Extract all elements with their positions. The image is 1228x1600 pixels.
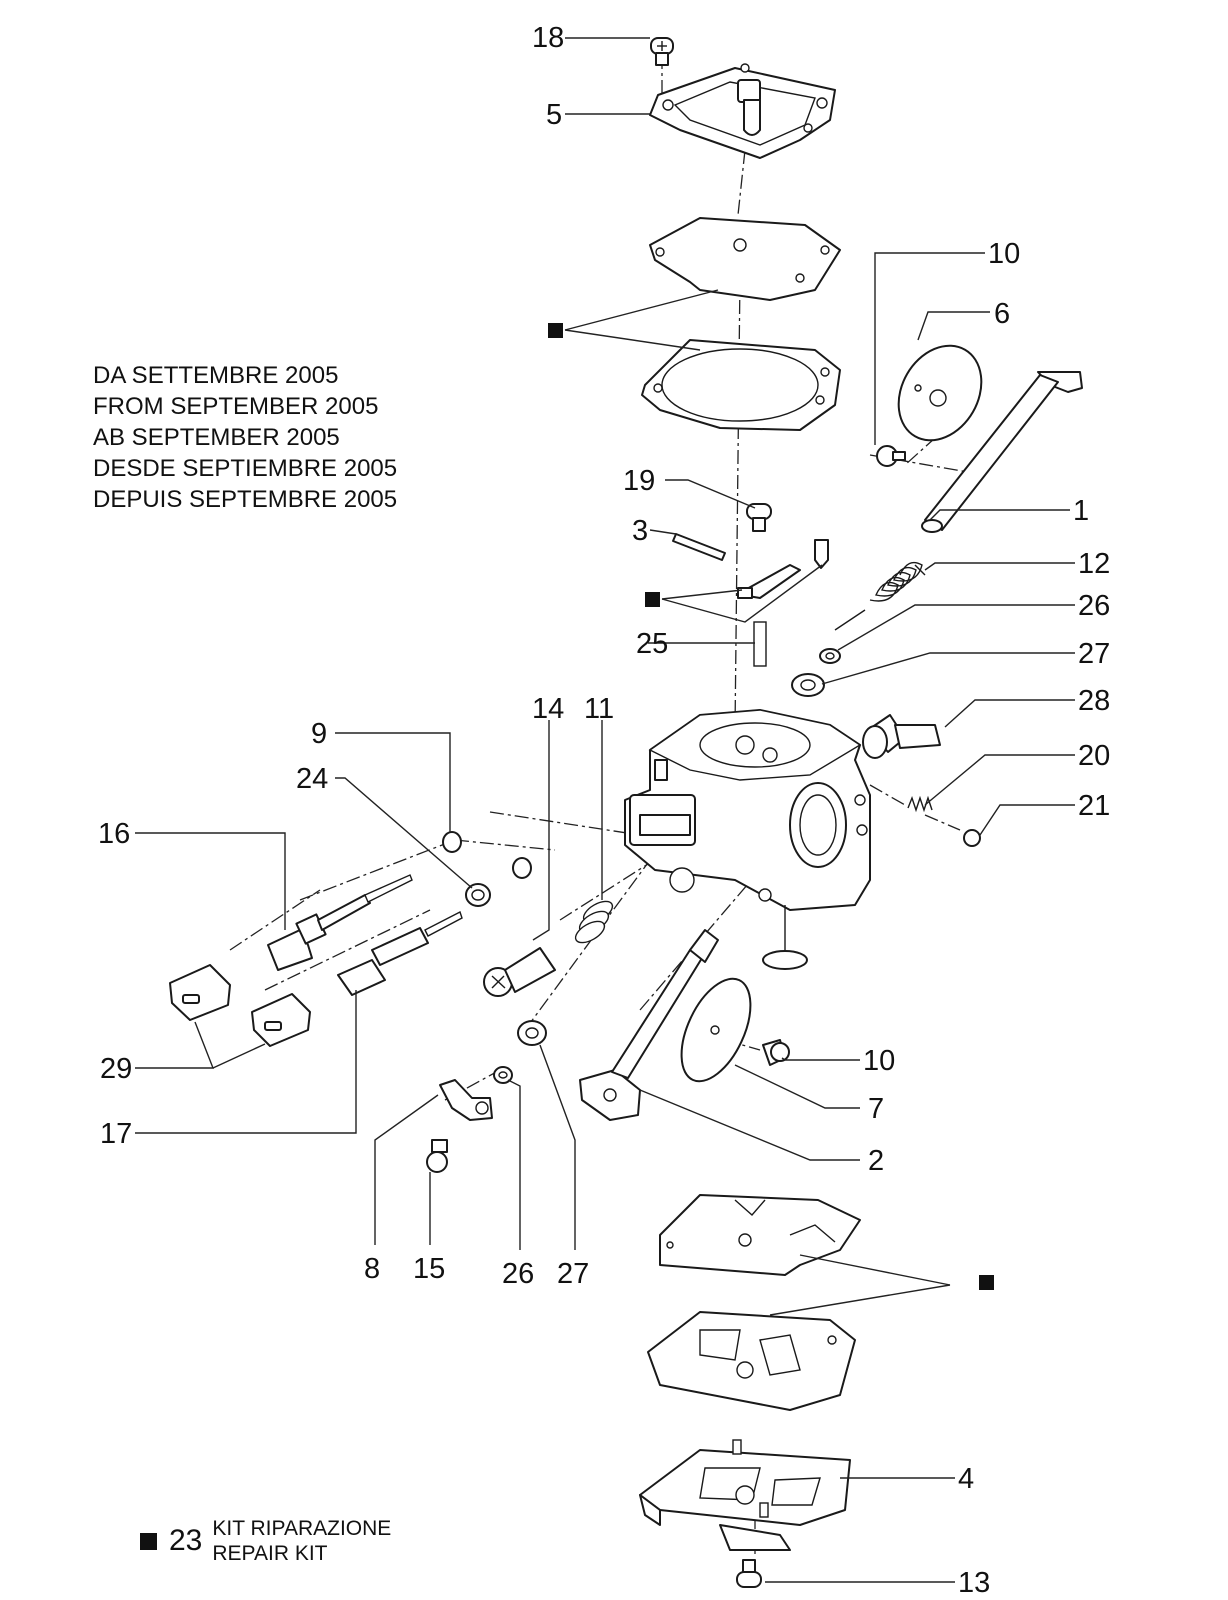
part-9-seal xyxy=(442,831,532,879)
kit-marker-middle xyxy=(645,592,660,607)
part-26-washer-top xyxy=(819,648,841,664)
kit-legend-text: KIT RIPARAZIONE REPAIR KIT xyxy=(212,1516,391,1566)
callout-24: 24 xyxy=(296,763,328,795)
part-6-choke-plate xyxy=(897,344,983,442)
callout-20: 20 xyxy=(1078,740,1110,772)
part-20-spring xyxy=(907,795,933,813)
part-carburetor-body xyxy=(624,709,871,970)
callout-4: 4 xyxy=(958,1463,974,1495)
callout-numbers: 18 5 10 6 1 19 3 12 26 25 27 28 14 11 9 … xyxy=(98,22,1110,1599)
part-metering-diaphragm xyxy=(659,1194,861,1276)
part-4-cover xyxy=(639,1439,851,1551)
part-metering-gasket xyxy=(647,1311,856,1411)
callout-26-bottom: 26 xyxy=(502,1258,534,1290)
kit-legend-line-en: REPAIR KIT xyxy=(212,1542,328,1565)
callout-19: 19 xyxy=(623,465,655,497)
part-21-ball xyxy=(963,829,981,847)
part-26-washer-bottom xyxy=(493,1066,513,1084)
part-15-screw xyxy=(426,1139,448,1173)
assembly-axes xyxy=(229,55,986,1555)
part-29-limiter-cap-1 xyxy=(169,964,231,1021)
date-note: DA SETTEMBRE 2005 FROM SEPTEMBER 2005 AB… xyxy=(93,360,397,515)
part-inlet-lever xyxy=(737,539,829,599)
callout-17: 17 xyxy=(100,1118,132,1150)
part-pump-gasket xyxy=(641,339,841,431)
leader-lines xyxy=(135,37,1075,1583)
part-25-spring xyxy=(753,621,767,667)
part-10-screw-bottom xyxy=(762,1039,790,1066)
callout-18: 18 xyxy=(532,22,564,54)
part-3-pin xyxy=(672,533,726,561)
part-14-idle-screw xyxy=(483,947,556,997)
part-8-lever xyxy=(439,1079,493,1121)
callout-13: 13 xyxy=(958,1567,990,1599)
callout-8: 8 xyxy=(364,1253,380,1285)
part-13-screw xyxy=(736,1559,762,1588)
part-29-limiter-cap-2 xyxy=(251,993,311,1047)
part-27-seal-top xyxy=(791,673,825,697)
part-16-needle xyxy=(267,874,413,971)
kit-legend-square-icon xyxy=(140,1532,157,1550)
kit-legend: 23 KIT RIPARAZIONE REPAIR KIT xyxy=(140,1512,391,1570)
callout-10-top: 10 xyxy=(988,238,1020,270)
callout-16: 16 xyxy=(98,818,130,850)
part-12-torsion-spring xyxy=(834,561,926,631)
kit-marker-lower xyxy=(979,1275,994,1290)
part-2-throttle-shaft xyxy=(579,929,719,1121)
callout-26-top: 26 xyxy=(1078,590,1110,622)
date-note-line-es: DESDE SEPTIEMBRE 2005 xyxy=(93,455,398,482)
callout-6: 6 xyxy=(994,298,1010,330)
kit-legend-number: 23 xyxy=(169,1524,203,1557)
part-18-screw xyxy=(650,37,674,66)
part-28-fitting xyxy=(862,714,941,759)
callout-11: 11 xyxy=(584,693,614,725)
callout-10-bottom: 10 xyxy=(863,1045,895,1077)
date-note-line-en: FROM SEPTEMBER 2005 xyxy=(93,393,379,420)
callout-21: 21 xyxy=(1078,790,1110,822)
date-note-line-fr: DEPUIS SEPTEMBRE 2005 xyxy=(93,486,398,513)
part-10-screw-top xyxy=(876,445,906,467)
callout-3: 3 xyxy=(632,515,648,547)
kit-legend-line-it: KIT RIPARAZIONE xyxy=(212,1517,392,1540)
part-pump-diaphragm xyxy=(649,217,841,301)
callout-29: 29 xyxy=(100,1053,132,1085)
date-note-line-de: AB SEPTEMBER 2005 xyxy=(93,424,340,451)
callout-14: 14 xyxy=(532,693,564,725)
callout-27-top: 27 xyxy=(1078,638,1110,670)
callout-27-bottom: 27 xyxy=(557,1258,589,1290)
callout-9: 9 xyxy=(311,718,327,750)
part-24-oring xyxy=(465,883,491,907)
callout-7: 7 xyxy=(868,1093,884,1125)
callout-25: 25 xyxy=(636,628,668,660)
callout-28: 28 xyxy=(1078,685,1110,717)
callout-1: 1 xyxy=(1073,495,1089,527)
kit-marker-upper xyxy=(548,323,563,338)
callout-12: 12 xyxy=(1078,548,1110,580)
part-11-spring xyxy=(574,900,614,944)
part-19-screw xyxy=(746,503,772,532)
part-27-seal-bottom xyxy=(517,1020,547,1046)
callout-15: 15 xyxy=(413,1253,445,1285)
callout-5: 5 xyxy=(546,99,562,131)
callout-2: 2 xyxy=(868,1145,884,1177)
part-5-pump-cover xyxy=(649,63,836,159)
date-note-line-it: DA SETTEMBRE 2005 xyxy=(93,362,339,389)
part-7-throttle-plate xyxy=(680,977,752,1083)
part-1-shaft xyxy=(921,371,1083,533)
part-17-needle xyxy=(337,911,463,996)
